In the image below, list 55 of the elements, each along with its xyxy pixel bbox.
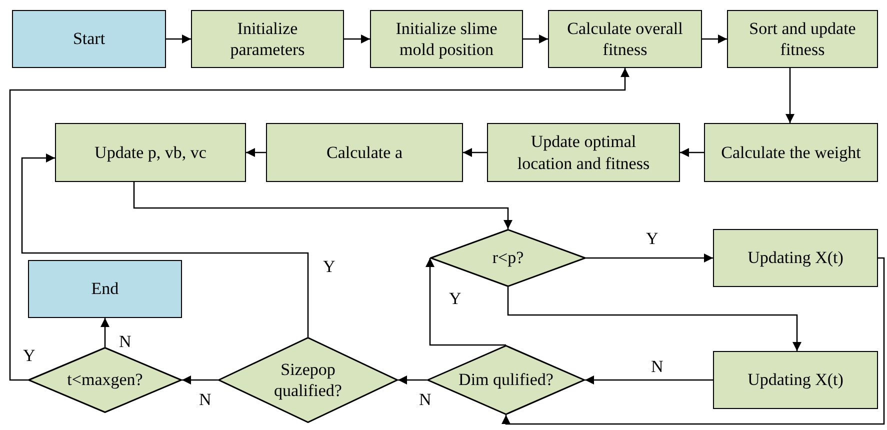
arrow [182,376,218,384]
node-label: Initialize slime mold position [394,18,498,60]
arrow [100,318,110,347]
node-label: Start [72,28,106,50]
arrow [246,148,266,157]
arrow [21,154,309,337]
arrow [502,257,885,425]
arrow [702,34,727,44]
node-label: Update optimal location and fitness [516,131,651,174]
node-label: Sizepop qualified? [273,358,343,402]
terminal-box [28,260,182,318]
arrow [523,34,548,44]
arrow [426,258,506,346]
arrow [786,68,794,123]
process-box [370,10,523,68]
edge-label: N [650,358,664,375]
process-box [727,10,878,68]
node-label: Calculate the weight [721,142,861,164]
node-label: Dim qulified? [458,369,554,391]
edge-label: N [418,391,432,408]
node-label: Initialize parameters [229,18,306,60]
terminal-box [12,10,166,68]
node-label: Sort and update fitness [748,18,857,60]
arrow [166,34,191,44]
edge-label: N [198,391,212,408]
process-box [704,123,878,182]
arrow [507,287,802,351]
process-box [548,10,702,68]
process-box [55,123,246,182]
node-label: Calculate overall fitness [566,18,684,60]
node-label: Calculate a [326,142,402,164]
edge-label: Y [448,290,462,307]
arrow [344,34,370,44]
node-label: r<p? [492,247,524,269]
process-box [487,123,680,182]
arrow [398,376,427,384]
arrow [585,376,713,384]
edge-label: N [118,333,132,350]
edge-label: Y [322,258,336,275]
arrow [133,182,512,229]
process-box [191,10,344,68]
process-box [713,351,878,409]
arrow [680,148,704,157]
node-label: Updating X(t) [748,247,844,269]
node-label: End [91,278,119,300]
node-label: Updating X(t) [748,369,844,391]
edge-label: Y [22,347,36,364]
node-label: t<maxgen? [67,369,143,391]
arrow [9,68,630,381]
arrow [463,148,487,157]
process-box [713,229,878,287]
arrow [586,254,713,262]
node-label: Update p, vb, vc [94,142,206,164]
edge-label: Y [645,230,660,247]
process-box [266,123,463,182]
